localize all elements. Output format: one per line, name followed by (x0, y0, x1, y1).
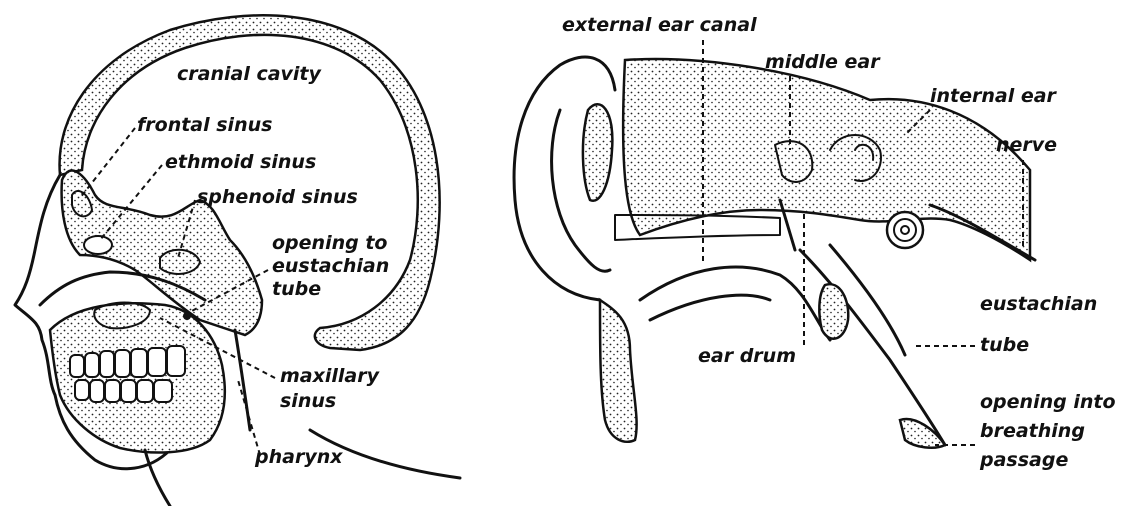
leader-pharynx (238, 380, 260, 455)
label-opening-to-line3: tube (272, 278, 321, 300)
label-opening-into-line3: passage (979, 449, 1068, 471)
label-opening-to-line1: opening to (272, 232, 387, 254)
label-maxillary-line2: sinus (280, 390, 336, 412)
label-cranial-cavity: cranial cavity (177, 63, 323, 85)
cochlea-outer (887, 212, 923, 248)
head-section-figure (15, 15, 460, 506)
tube-tissue (819, 284, 848, 338)
earlobe (600, 300, 637, 442)
label-opening-into-line2: breathing (980, 420, 1085, 442)
eustachian-opening-dot (183, 312, 191, 320)
label-opening-to-line2: eustachian (272, 255, 389, 277)
label-middle-ear: middle ear (765, 51, 881, 73)
label-ear-drum: ear drum (698, 345, 796, 367)
eustachian-tube (800, 250, 945, 445)
lower-teeth (75, 380, 172, 402)
label-ethmoid-sinus: ethmoid sinus (165, 151, 316, 173)
label-eustachian-line1: eustachian (980, 293, 1097, 315)
label-pharynx: pharynx (254, 446, 343, 468)
pharynx-wall (235, 330, 250, 430)
ear-section-figure (514, 57, 1035, 448)
auricle-cartilage (583, 104, 612, 200)
throat-outline (640, 267, 830, 340)
label-maxillary-line1: maxillary (280, 365, 381, 387)
ethmoid-sinus-cavity (84, 236, 112, 254)
label-frontal-sinus: frontal sinus (137, 114, 272, 136)
throat-outline-2 (650, 295, 770, 320)
label-sphenoid-sinus: sphenoid sinus (197, 186, 358, 208)
label-external-ear-canal: external ear canal (562, 14, 757, 36)
label-nerve: nerve (996, 134, 1057, 156)
label-eustachian-line2: tube (980, 334, 1029, 356)
label-opening-into-line1: opening into (980, 391, 1116, 413)
label-internal-ear: internal ear (930, 85, 1058, 107)
